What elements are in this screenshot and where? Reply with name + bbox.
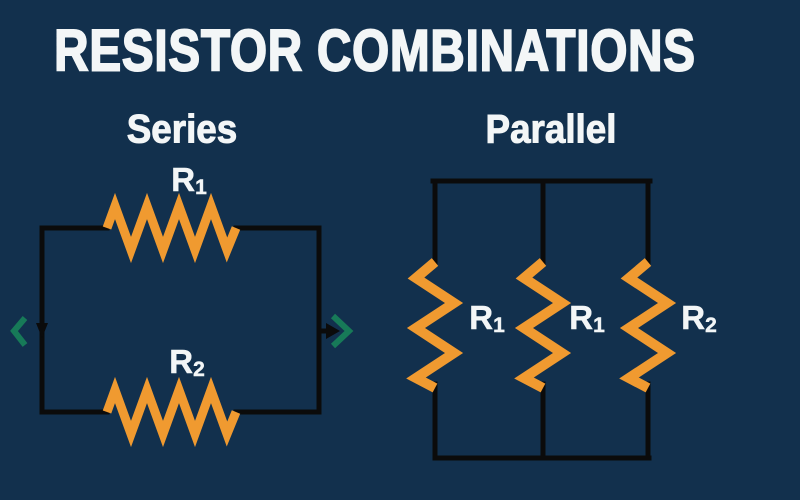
resistor-label-base: R — [169, 343, 194, 381]
series-resistor-r2-zigzag — [102, 376, 241, 448]
resistor-label-subscript: 1 — [195, 176, 207, 200]
resistor-label-base: R — [681, 299, 706, 337]
parallel-resistor2-zigzag — [514, 258, 572, 393]
parallel-r2-label: R1 — [569, 299, 605, 338]
series-resistor-r1-zigzag — [102, 192, 241, 264]
chevron-left-icon — [10, 316, 28, 347]
parallel-heading: Parallel — [485, 107, 617, 152]
resistor-label-subscript: 2 — [193, 358, 205, 382]
arrow-right-icon — [326, 323, 340, 339]
series-circuit — [10, 192, 354, 448]
series-r2-label: R2 — [169, 343, 205, 382]
series-wire-right — [233, 225, 322, 415]
resistor-label-subscript: 1 — [593, 314, 605, 338]
resistor-label-base: R — [569, 299, 594, 337]
resistor-label-subscript: 1 — [493, 314, 505, 338]
parallel-r3-label: R2 — [681, 299, 717, 338]
resistor-label-base: R — [469, 299, 494, 337]
arrow-down-icon — [36, 323, 48, 338]
chevron-right-icon — [330, 313, 354, 349]
parallel-r1-label: R1 — [469, 299, 505, 338]
series-wire-left — [39, 225, 110, 415]
page-title: RESISTOR COMBINATIONS — [53, 18, 696, 85]
parallel-resistor1-zigzag — [406, 258, 464, 393]
series-heading: Series — [126, 107, 238, 152]
series-r1-label: R1 — [171, 161, 207, 200]
parallel-resistor3-zigzag — [619, 258, 677, 393]
resistor-label-base: R — [171, 161, 196, 199]
resistor-label-subscript: 2 — [705, 314, 717, 338]
parallel-circuit — [406, 178, 677, 461]
